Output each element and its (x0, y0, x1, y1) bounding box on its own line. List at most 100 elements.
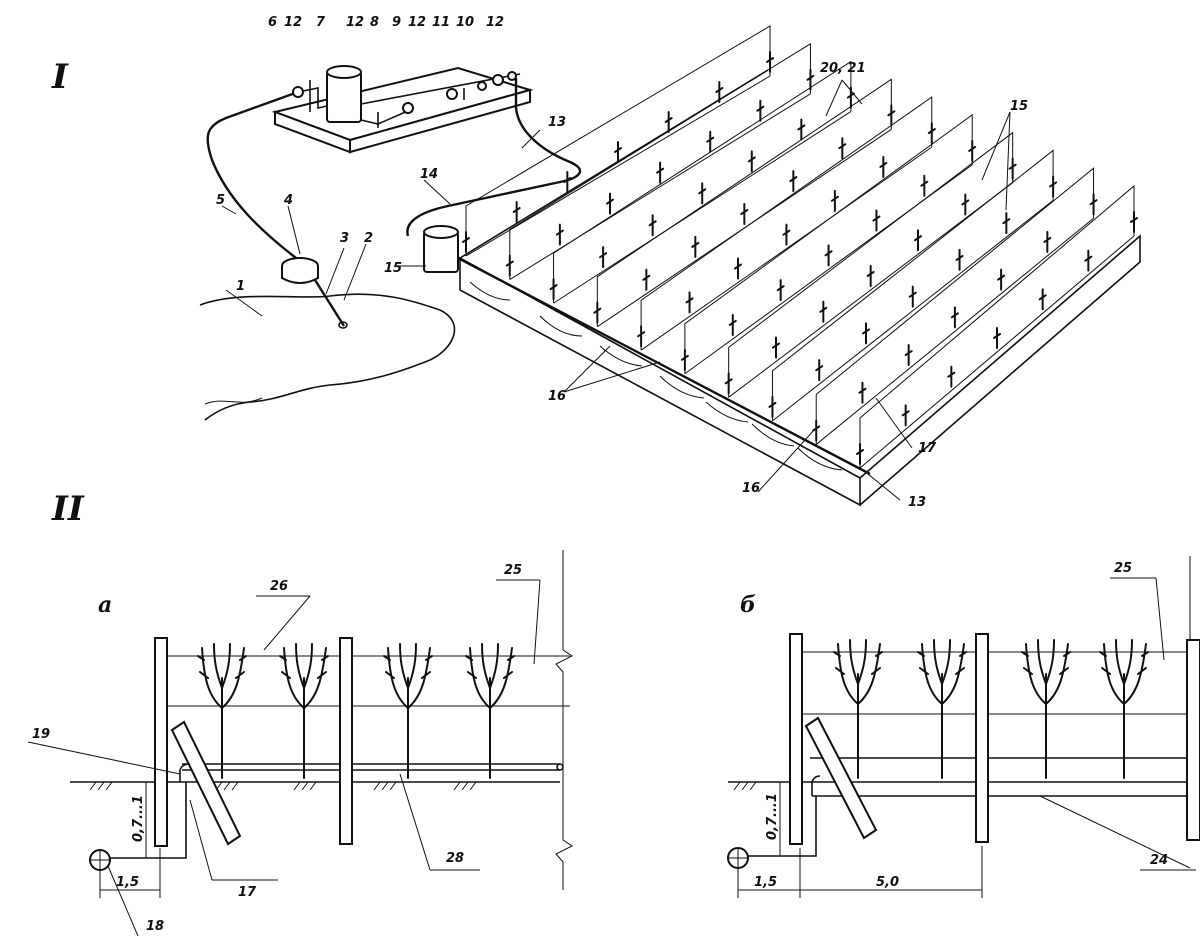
trellis-row-base (640, 146, 933, 351)
subfigure-a-label: а (98, 592, 112, 618)
label-17-a: 17 (238, 885, 257, 900)
label-12d: 12 (486, 15, 504, 30)
spacing-dimension-b: 5,0 (876, 875, 899, 890)
valve-12-end (507, 71, 517, 81)
ground-hatch-b (733, 781, 757, 791)
field-plant (812, 419, 821, 442)
field-plant (1002, 212, 1011, 235)
control-station-side (349, 88, 531, 154)
field-front-face (459, 256, 861, 507)
field-plant (706, 130, 715, 153)
field-plant (824, 244, 833, 267)
field-plant (685, 291, 694, 314)
field-plant (927, 122, 936, 145)
label-28: 28 (446, 851, 464, 866)
label-7: 7 (316, 15, 326, 30)
field-plant (1049, 175, 1058, 198)
field-plant (858, 381, 867, 404)
trellis-row-base (553, 111, 852, 304)
label-25-a: 25 (504, 563, 522, 578)
field-plant (782, 223, 791, 246)
field-plant (830, 189, 839, 212)
field-right-face (859, 234, 1141, 506)
trellis-row (640, 96, 933, 351)
label-17: 17 (918, 441, 937, 456)
end-post-a (154, 637, 168, 847)
label-2: 2 (364, 231, 373, 246)
label-12b: 12 (346, 15, 364, 30)
label-5: 5 (216, 193, 225, 208)
label-13b: 13 (908, 495, 926, 510)
field-plant (555, 223, 564, 246)
label-26: 26 (270, 579, 288, 594)
field-tank-lid (423, 225, 459, 239)
anchor-brace-a (170, 720, 242, 846)
label-6: 6 (268, 15, 277, 30)
vine-plant (833, 639, 883, 779)
depth-dimension-b: 0,7...1 (765, 793, 780, 840)
field-plant (768, 395, 777, 418)
field-plant (1084, 249, 1093, 272)
trellis-row (815, 167, 1095, 445)
field-plant (756, 99, 765, 122)
field-plant (740, 203, 749, 225)
intermediate-post-b (975, 633, 989, 843)
section-II-label: II (51, 489, 85, 529)
vine-plant (917, 639, 967, 779)
leader-lines-part1 (221, 79, 1011, 501)
field-plant (862, 322, 870, 345)
valve-9 (446, 88, 458, 100)
field-plant (1089, 193, 1098, 216)
label-3: 3 (340, 231, 349, 246)
field-plant (637, 325, 646, 348)
field-trench-arcs (469, 281, 843, 471)
field-plant (901, 404, 910, 427)
field-plant (950, 306, 959, 329)
field-plant (512, 201, 521, 223)
depth-dimension-a: 0,7...1 (131, 795, 146, 842)
distribution-pipe (406, 78, 582, 237)
trellis-row-base (465, 75, 771, 257)
label-16b: 16 (742, 481, 760, 496)
subfigure-a: 0,7...1 1,5 19 17 18 28 26 25 (27, 550, 573, 937)
field-plant (908, 285, 917, 308)
vine-plant (465, 643, 515, 779)
supply-line-b (744, 796, 817, 857)
field-plant (776, 279, 785, 302)
vine-plant (197, 643, 247, 779)
end-post-b (789, 633, 803, 845)
field-plant (728, 313, 737, 336)
label-19: 19 (32, 727, 50, 742)
valve-8 (402, 102, 414, 114)
field-plant (955, 248, 964, 271)
field-plant (1130, 211, 1138, 233)
field-plant (505, 254, 514, 277)
field-plant (1038, 288, 1047, 311)
valve-10 (492, 74, 504, 86)
trellis-row-base (772, 200, 1054, 422)
trellis-row-base (815, 217, 1094, 445)
trellis-rows (462, 25, 1138, 469)
partial-post-b (1186, 639, 1200, 841)
field-plant (1008, 157, 1017, 180)
field-plant (599, 246, 608, 269)
subfigure-b-label: б (740, 592, 756, 618)
vine-plant (279, 643, 329, 779)
break-line-a (555, 550, 573, 890)
field-plant (961, 193, 970, 216)
field-plant (563, 171, 572, 193)
label-1: 1 (236, 279, 245, 294)
label-24: 24 (1150, 853, 1168, 868)
field-plant (642, 268, 651, 291)
field-plant (815, 359, 824, 382)
field-plant (856, 443, 864, 465)
field-plant (866, 265, 875, 287)
field-plant (462, 231, 470, 253)
field-plant (904, 344, 913, 367)
field-plant (549, 278, 558, 301)
label-4: 4 (283, 193, 293, 208)
anchor-brace-b (804, 716, 878, 840)
station-inlet-pipe (297, 87, 328, 109)
field-plant (656, 161, 665, 184)
field-plant (914, 229, 922, 252)
